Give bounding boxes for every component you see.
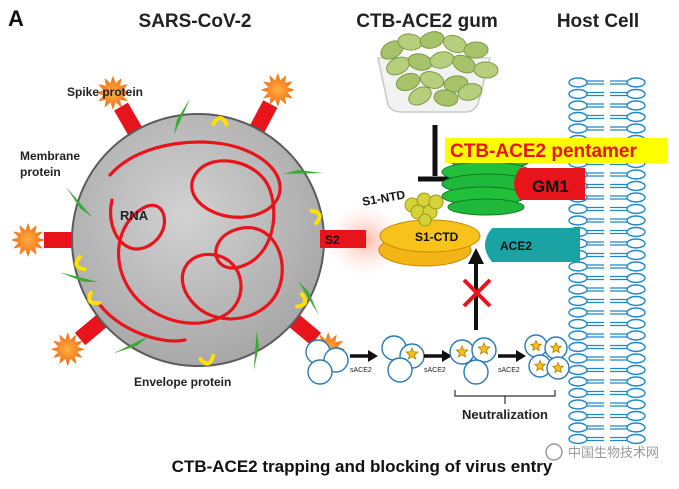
- virus-envelope: [71, 113, 325, 367]
- label-sace2: sACE2: [424, 367, 446, 374]
- label-sace2: sACE2: [350, 367, 372, 374]
- neutralization-sequence: sACE2 sACE2 sACE2: [305, 334, 570, 385]
- inhibition-symbol: [418, 125, 452, 182]
- label-sace2: sACE2: [498, 367, 520, 374]
- host-cell-membrane: [568, 77, 646, 445]
- blocked-entry-arrow: [462, 248, 492, 330]
- header-virus: SARS-CoV-2: [139, 11, 252, 32]
- pentamer-highlight: [445, 138, 667, 163]
- label-neutralization: Neutralization: [462, 407, 548, 422]
- watermark-text: 中国生物技术网: [568, 445, 659, 460]
- label-membrane-protein-1: Membrane: [20, 149, 80, 163]
- label-membrane-protein-2: protein: [20, 165, 61, 179]
- label-spike-protein: Spike protein: [67, 85, 143, 99]
- envelope-proteins: [74, 116, 322, 366]
- label-gm1: GM1: [532, 177, 569, 196]
- panel-label: A: [8, 6, 24, 31]
- label-s2: S2: [325, 233, 340, 247]
- gm1-receptor: [514, 168, 585, 200]
- ace2-receptor: [485, 228, 580, 262]
- label-s1-ctd: S1-CTD: [415, 230, 459, 244]
- rna-strand: [108, 140, 284, 325]
- rna-tail: [98, 303, 187, 343]
- virus-particle: [11, 72, 352, 371]
- neutralization-bracket: [454, 390, 556, 404]
- label-rna: RNA: [120, 208, 149, 223]
- watermark: 中国生物技术网: [545, 443, 659, 461]
- watermark-icon: [545, 443, 563, 461]
- label-ctb-ace2-pentamer: CTB-ACE2 pentamer: [450, 141, 637, 162]
- label-ace2: ACE2: [500, 239, 532, 253]
- header-gum: CTB-ACE2 gum: [356, 11, 497, 32]
- spike-binding-complex: S2 ACE2 S1-CTD S1-NTD GM1: [320, 138, 667, 282]
- header-host: Host Cell: [557, 11, 639, 32]
- figure-caption: CTB-ACE2 trapping and blocking of virus …: [172, 457, 553, 476]
- label-envelope-protein: Envelope protein: [134, 375, 231, 389]
- gum-tablets: [380, 31, 499, 107]
- gum-bowl: [377, 31, 499, 113]
- s1-ntd-domain: [404, 192, 444, 227]
- membrane-proteins: [59, 98, 324, 371]
